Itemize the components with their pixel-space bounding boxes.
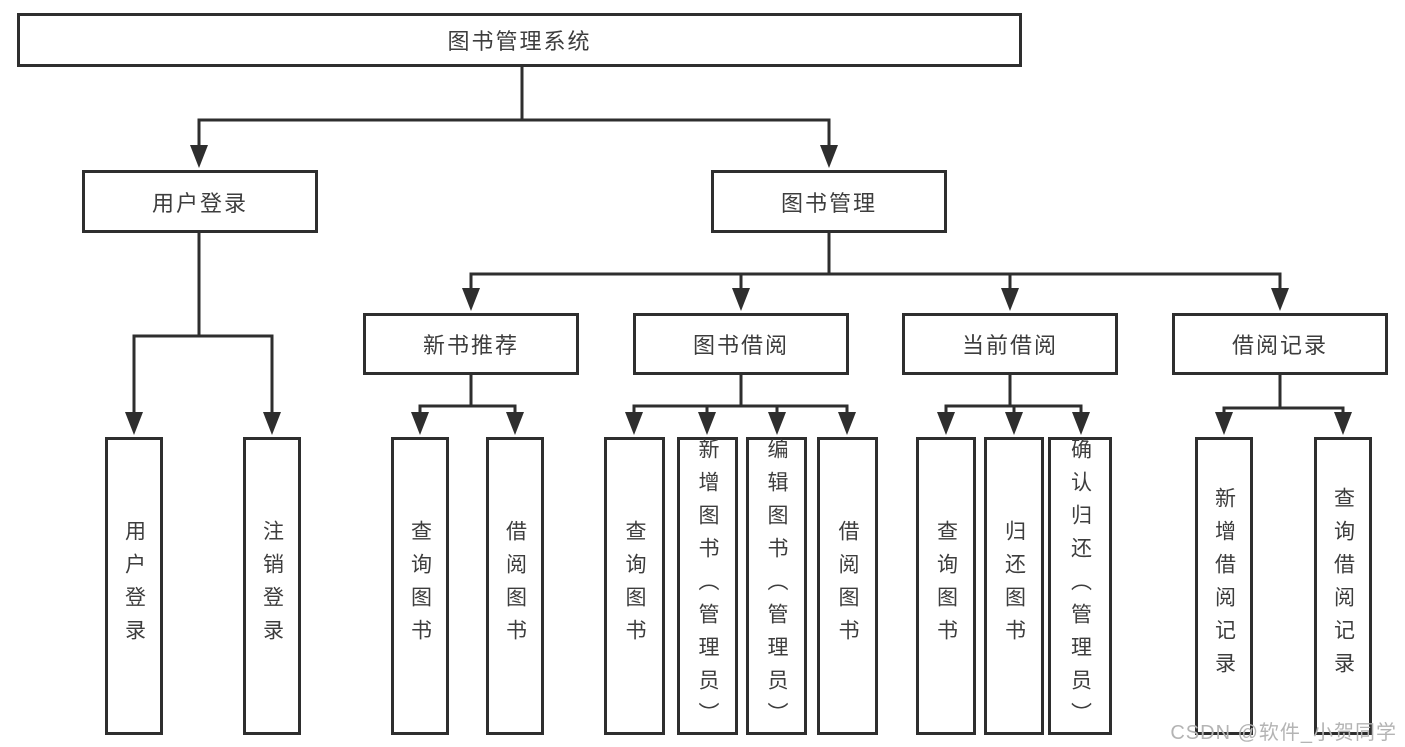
node-current-borrow: 当前借阅 bbox=[902, 313, 1118, 375]
node-leaf-br-query-label: 查询借阅记录 bbox=[1331, 487, 1355, 685]
node-leaf-logout-label: 注销登录 bbox=[260, 520, 284, 652]
node-borrow-records: 借阅记录 bbox=[1172, 313, 1388, 375]
node-leaf-nbr-query: 查询图书 bbox=[391, 437, 449, 735]
node-leaf-bb-query: 查询图书 bbox=[604, 437, 665, 735]
node-leaf-cb-confirm: 确认归还（管理员） bbox=[1048, 437, 1112, 735]
arrowhead bbox=[125, 412, 143, 435]
arrowhead bbox=[1005, 412, 1023, 435]
arrowhead bbox=[625, 412, 643, 435]
node-book-mgmt-label: 图书管理 bbox=[780, 190, 877, 216]
node-user-login: 用户登录 bbox=[82, 170, 318, 233]
node-leaf-br-query: 查询借阅记录 bbox=[1314, 437, 1372, 735]
node-leaf-bb-edit-label: 编辑图书（管理员） bbox=[765, 437, 788, 735]
node-book-borrow-label: 图书借阅 bbox=[692, 333, 789, 358]
arrowhead bbox=[732, 288, 750, 311]
node-leaf-bb-query-label: 查询图书 bbox=[623, 520, 646, 652]
node-leaf-bb-borrow-label: 借阅图书 bbox=[836, 520, 859, 652]
arrowhead bbox=[263, 412, 281, 435]
arrowhead bbox=[462, 288, 480, 311]
arrowhead bbox=[768, 412, 786, 435]
node-root: 图书管理系统 bbox=[17, 13, 1022, 67]
arrowhead bbox=[937, 412, 955, 435]
node-leaf-user-login: 用户登录 bbox=[105, 437, 163, 735]
node-root-label: 图书管理系统 bbox=[447, 29, 592, 54]
node-leaf-bb-edit: 编辑图书（管理员） bbox=[746, 437, 807, 735]
node-current-borrow-label: 当前借阅 bbox=[961, 333, 1058, 358]
node-leaf-cb-return-label: 归还图书 bbox=[1002, 520, 1026, 652]
arrowhead bbox=[1271, 288, 1289, 311]
arrowhead bbox=[820, 145, 838, 168]
arrowhead bbox=[1215, 412, 1233, 435]
node-leaf-cb-query-label: 查询图书 bbox=[934, 520, 958, 652]
node-leaf-nbr-borrow-label: 借阅图书 bbox=[503, 520, 527, 652]
node-leaf-logout: 注销登录 bbox=[243, 437, 301, 735]
arrowhead bbox=[838, 412, 856, 435]
arrowhead bbox=[190, 145, 208, 168]
arrowhead bbox=[411, 412, 429, 435]
node-leaf-cb-confirm-label: 确认归还（管理员） bbox=[1068, 437, 1092, 735]
node-leaf-cb-return: 归还图书 bbox=[984, 437, 1044, 735]
node-user-login-label: 用户登录 bbox=[151, 190, 248, 216]
csdn-watermark: CSDN @软件_小贺同学 bbox=[1170, 722, 1397, 744]
arrowhead bbox=[1334, 412, 1352, 435]
node-leaf-nbr-borrow: 借阅图书 bbox=[486, 437, 544, 735]
node-leaf-nbr-query-label: 查询图书 bbox=[408, 520, 432, 652]
node-book-mgmt: 图书管理 bbox=[711, 170, 947, 233]
node-leaf-br-add: 新增借阅记录 bbox=[1195, 437, 1253, 735]
node-book-borrow: 图书借阅 bbox=[633, 313, 849, 375]
node-leaf-cb-query: 查询图书 bbox=[916, 437, 976, 735]
node-new-book-rec: 新书推荐 bbox=[363, 313, 579, 375]
node-leaf-br-add-label: 新增借阅记录 bbox=[1212, 487, 1236, 685]
node-leaf-bb-add: 新增图书（管理员） bbox=[677, 437, 738, 735]
arrowhead bbox=[506, 412, 524, 435]
node-leaf-bb-borrow: 借阅图书 bbox=[817, 437, 878, 735]
arrowhead bbox=[1072, 412, 1090, 435]
node-leaf-bb-add-label: 新增图书（管理员） bbox=[696, 437, 719, 735]
arrowhead bbox=[698, 412, 716, 435]
arrowhead bbox=[1001, 288, 1019, 311]
node-borrow-records-label: 借阅记录 bbox=[1231, 333, 1328, 358]
node-new-book-rec-label: 新书推荐 bbox=[422, 333, 519, 358]
node-leaf-user-login-label: 用户登录 bbox=[122, 520, 146, 652]
